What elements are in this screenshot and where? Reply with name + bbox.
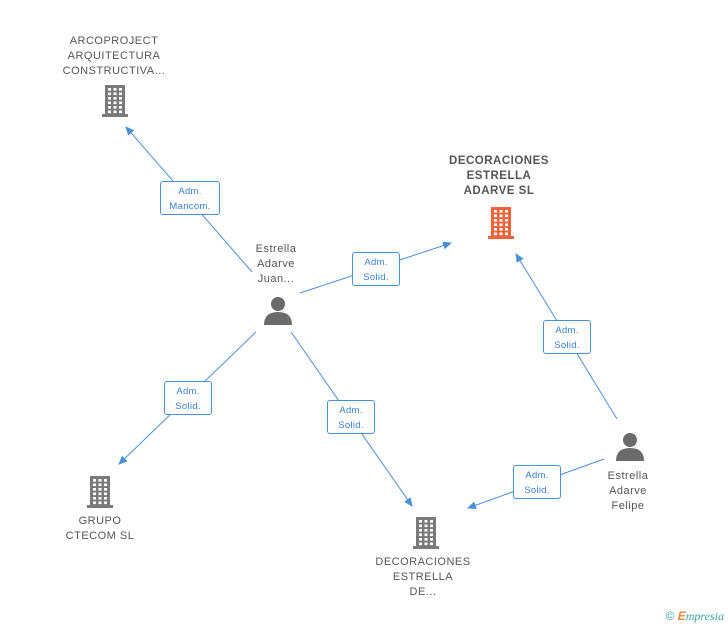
node-label-arcoproject[interactable]: ARCOPROJECT ARQUITECTURA CONSTRUCTIVA...: [62, 35, 166, 77]
edge-label-felipe-decoraciones-de[interactable]: Adm. Solid.: [513, 465, 561, 499]
edge-label-juan-arcoproject[interactable]: Adm. Mancom.: [160, 181, 220, 215]
building-icon-grupo-ctecom[interactable]: [87, 476, 113, 508]
building-icon-decoraciones-estrella-adarve-sl[interactable]: [488, 207, 514, 239]
edge-label-juan-grupo[interactable]: Adm. Solid.: [164, 381, 212, 415]
node-label-estrella-adarve-felipe[interactable]: Estrella Adarve Felipe: [607, 470, 649, 512]
building-icon-decoraciones-estrella-de[interactable]: [413, 517, 439, 549]
node-label-decoraciones-estrella-de[interactable]: DECORACIONES ESTRELLA DE...: [375, 556, 471, 598]
building-icon-arcoproject[interactable]: [102, 85, 128, 117]
edge-label-felipe-decoraciones-main[interactable]: Adm. Solid.: [543, 320, 591, 354]
empresia-logo-text: mpresia: [685, 609, 724, 623]
edge-label-juan-decoraciones-main[interactable]: Adm. Solid.: [352, 252, 400, 286]
node-label-decoraciones-estrella-adarve-sl[interactable]: DECORACIONES ESTRELLA ADARVE SL: [449, 155, 549, 197]
person-icon-estrella-adarve-felipe[interactable]: [616, 433, 644, 461]
copyright-icon: ©: [665, 609, 675, 623]
empresia-logo-e: E: [677, 609, 686, 623]
footer-brand: © Empresia: [666, 609, 724, 624]
icons: [87, 85, 644, 549]
edge-label-juan-decoraciones-de[interactable]: Adm. Solid.: [327, 400, 375, 434]
node-label-estrella-adarve-juan[interactable]: Estrella Adarve Juan...: [255, 243, 297, 285]
node-label-grupo-ctecom[interactable]: GRUPO CTECOM SL: [65, 515, 135, 542]
person-icon-estrella-adarve-juan[interactable]: [264, 297, 292, 325]
